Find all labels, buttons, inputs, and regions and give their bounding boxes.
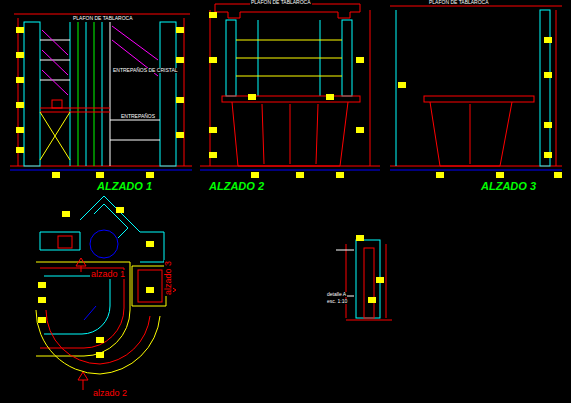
dimension-tag	[38, 297, 46, 303]
ceiling-note: PLAFON DE TABLAROCA	[72, 16, 134, 21]
dimension-tag	[176, 57, 184, 63]
detail-a	[336, 240, 392, 320]
dimension-tag	[554, 172, 562, 178]
section-mark: alzado 2	[92, 389, 128, 398]
section-mark: alzado 1	[90, 270, 126, 279]
dimension-tag	[146, 172, 154, 178]
dimension-tag	[16, 102, 24, 108]
dimension-tag	[96, 172, 104, 178]
shelf-note: ENTREPAÑOS	[120, 114, 156, 119]
shelf-note: ENTREPAÑOS DE CRISTAL	[112, 68, 179, 73]
dimension-tag	[209, 12, 217, 18]
section-mark: alzado 3	[164, 260, 173, 296]
dimension-tag	[38, 317, 46, 323]
ceiling-note: PLAFON DE TABLAROCA	[250, 0, 312, 5]
dimension-tag	[96, 337, 104, 343]
dimension-tag	[248, 94, 256, 100]
dimension-tag	[52, 172, 60, 178]
dimension-tag	[146, 287, 154, 293]
dimension-tag	[38, 282, 46, 288]
dimension-tag	[176, 27, 184, 33]
dimension-marks	[16, 12, 562, 358]
dimension-tag	[16, 77, 24, 83]
dimension-tag	[376, 277, 384, 283]
dimension-tag	[209, 57, 217, 63]
dimension-tag	[296, 172, 304, 178]
dimension-tag	[436, 172, 444, 178]
dimension-tag	[544, 152, 552, 158]
dimension-tag	[356, 57, 364, 63]
dimension-tag	[146, 241, 154, 247]
view-title: ALZADO 2	[208, 181, 265, 193]
dimension-tag	[496, 172, 504, 178]
elevation-1	[10, 14, 192, 170]
dimension-tag	[16, 147, 24, 153]
dimension-tag	[368, 297, 376, 303]
dimension-tag	[356, 235, 364, 241]
floor-plan	[36, 196, 176, 390]
dimension-tag	[251, 172, 259, 178]
dimension-tag	[209, 127, 217, 133]
ceiling-note: PLAFON DE TABLAROCA	[428, 0, 490, 5]
detail-note: detalle A	[326, 292, 347, 297]
dimension-tag	[326, 94, 334, 100]
dimension-tag	[176, 97, 184, 103]
dimension-tag	[544, 122, 552, 128]
dimension-tag	[356, 127, 364, 133]
dimension-tag	[336, 172, 344, 178]
view-title: ALZADO 3	[480, 181, 537, 193]
dimension-tag	[16, 27, 24, 33]
dimension-tag	[62, 211, 70, 217]
dimension-tag	[96, 352, 104, 358]
elevation-2	[200, 4, 380, 170]
dimension-tag	[209, 152, 217, 158]
elevation-3	[390, 6, 562, 170]
dimension-tag	[398, 82, 406, 88]
view-title: ALZADO 1	[96, 181, 153, 193]
dimension-tag	[176, 132, 184, 138]
scale-note: esc. 1:10	[326, 299, 348, 304]
dimension-tag	[16, 52, 24, 58]
dimension-tag	[16, 127, 24, 133]
dimension-tag	[544, 37, 552, 43]
dimension-tag	[544, 72, 552, 78]
dimension-tag	[116, 207, 124, 213]
